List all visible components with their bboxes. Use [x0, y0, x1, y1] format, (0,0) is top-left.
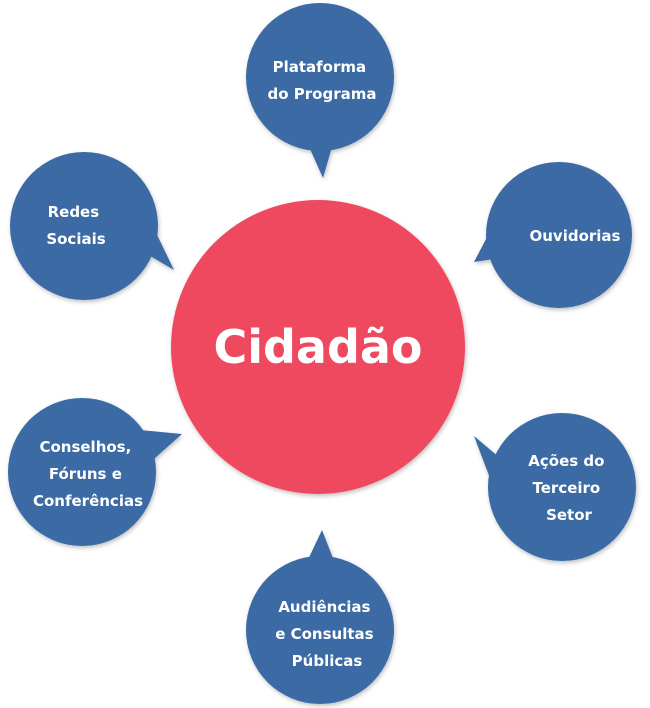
node-terceiro-setor-line-3: Setor [546, 506, 592, 524]
node-redes-sociais-line-1: Redes [48, 203, 100, 221]
node-audiencias: Audiências e Consultas Públicas [246, 530, 394, 704]
node-conselhos-line-2: Fóruns e [49, 465, 122, 483]
node-conselhos-line-3: Conferências [33, 492, 143, 510]
node-terceiro-setor-bubble [474, 413, 636, 561]
node-terceiro-setor-line-2: Terceiro [533, 479, 601, 497]
node-plataforma-bubble [246, 3, 394, 178]
node-conselhos-line-1: Conselhos, [39, 438, 131, 456]
node-conselhos-bubble [8, 398, 182, 546]
node-plataforma-line-2: do Programa [268, 85, 377, 103]
node-audiencias-label: Audiências e Consultas Públicas [275, 598, 379, 670]
node-plataforma: Plataforma do Programa [246, 3, 394, 178]
node-ouvidorias-line-1: Ouvidorias [530, 227, 621, 245]
node-redes-sociais-label: Redes Sociais [46, 203, 105, 248]
node-ouvidorias-bubble [474, 162, 632, 308]
node-conselhos: Conselhos, Fóruns e Conferências [8, 398, 182, 546]
node-audiencias-line-2: e Consultas [275, 625, 373, 643]
node-ouvidorias: Ouvidorias [474, 162, 632, 308]
center-node: Cidadão [171, 200, 465, 494]
node-redes-sociais-bubble [10, 152, 174, 300]
center-circle [171, 200, 465, 494]
node-plataforma-line-1: Plataforma [273, 58, 367, 76]
node-terceiro-setor-line-1: Ações do [528, 452, 604, 470]
node-ouvidorias-label: Ouvidorias [530, 227, 621, 245]
node-conselhos-label: Conselhos, Fóruns e Conferências [33, 438, 143, 510]
node-audiencias-bubble [246, 530, 394, 704]
node-terceiro-setor: Ações do Terceiro Setor [474, 413, 636, 561]
node-redes-sociais: Redes Sociais [10, 152, 174, 300]
node-audiencias-line-3: Públicas [292, 652, 363, 670]
node-audiencias-line-1: Audiências [278, 598, 370, 616]
node-terceiro-setor-label: Ações do Terceiro Setor [528, 452, 609, 524]
node-plataforma-label: Plataforma do Programa [268, 58, 377, 103]
center-label: Cidadão [213, 320, 422, 374]
node-redes-sociais-line-2: Sociais [46, 230, 105, 248]
